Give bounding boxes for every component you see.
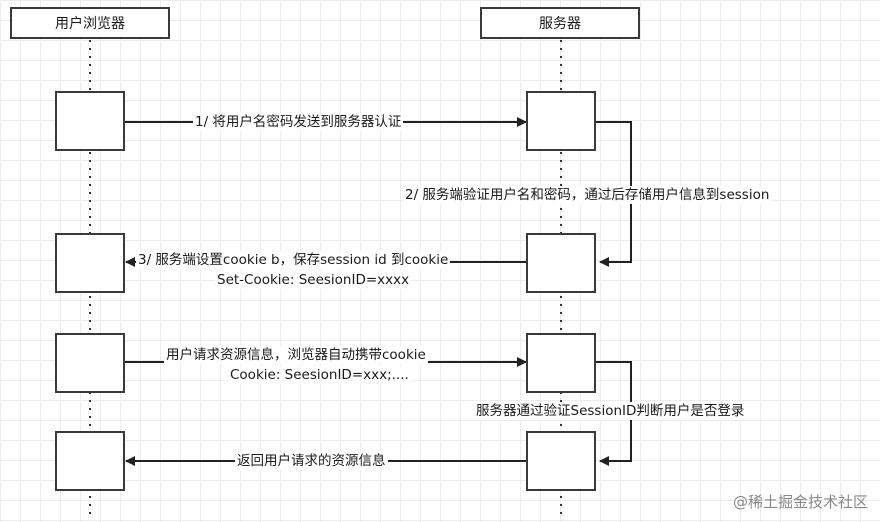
message-1-label: 1/ 将用户名密码发送到服务器认证 — [193, 113, 404, 131]
server-activation-4 — [526, 431, 596, 491]
message-5-label: 服务器通过验证SessionID判断用户是否登录 — [474, 402, 747, 420]
message-3-label-line1: 3/ 服务端设置cookie b，保存session id 到cookie — [136, 251, 451, 269]
server-activation-2 — [526, 233, 596, 293]
participant-server-label: 服务器 — [539, 16, 581, 32]
participant-browser-label: 用户浏览器 — [55, 16, 125, 32]
server-activation-3 — [526, 333, 596, 393]
message-4-label-line2: Cookie: SeesionID=xxx;.... — [228, 366, 411, 384]
participant-browser: 用户浏览器 — [10, 7, 170, 39]
browser-activation-1 — [55, 91, 125, 151]
message-2-label: 2/ 服务端验证用户名和密码，通过后存储用户信息到session — [403, 186, 772, 204]
participant-server: 服务器 — [480, 7, 640, 39]
message-4-label-line1: 用户请求资源信息，浏览器自动携带cookie — [164, 346, 428, 364]
browser-activation-3 — [55, 333, 125, 393]
server-activation-1 — [526, 91, 596, 151]
browser-activation-2 — [55, 233, 125, 293]
watermark: @稀土掘金技术社区 — [732, 493, 868, 511]
message-3-label-line2: Set-Cookie: SeesionID=xxxx — [215, 271, 412, 289]
message-6-label: 返回用户请求的资源信息 — [235, 452, 388, 470]
browser-activation-4 — [55, 431, 125, 491]
